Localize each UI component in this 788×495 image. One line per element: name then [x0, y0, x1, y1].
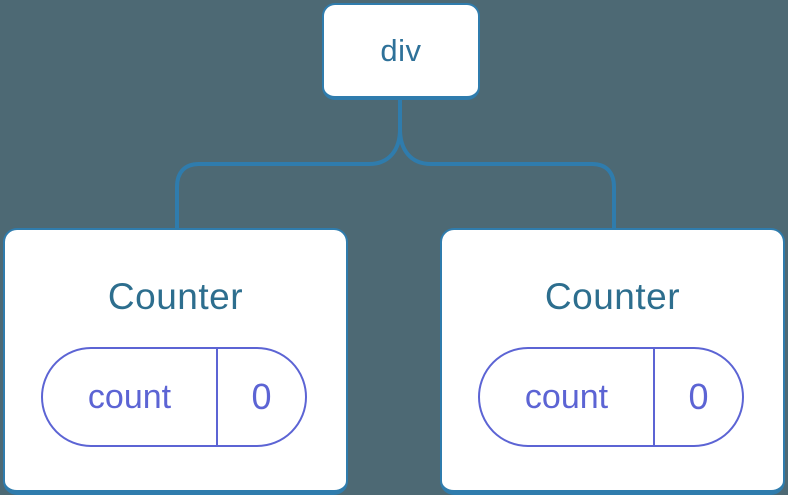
state-key: count	[43, 349, 218, 445]
counter-title: Counter	[107, 276, 244, 317]
root-node-div: div	[322, 3, 480, 100]
counter-node-right: Counter count 0	[440, 228, 785, 495]
state-pill: count 0	[41, 347, 307, 447]
connector-right-branch	[398, 98, 616, 230]
state-key: count	[480, 349, 655, 445]
counter-node-left: Counter count 0	[3, 228, 348, 495]
state-value: 0	[688, 376, 709, 417]
state-value: 0	[251, 376, 272, 417]
state-pill: count 0	[478, 347, 744, 447]
counter-title: Counter	[544, 276, 681, 317]
root-node-label: div	[380, 32, 422, 68]
connector-left-branch	[175, 98, 402, 230]
